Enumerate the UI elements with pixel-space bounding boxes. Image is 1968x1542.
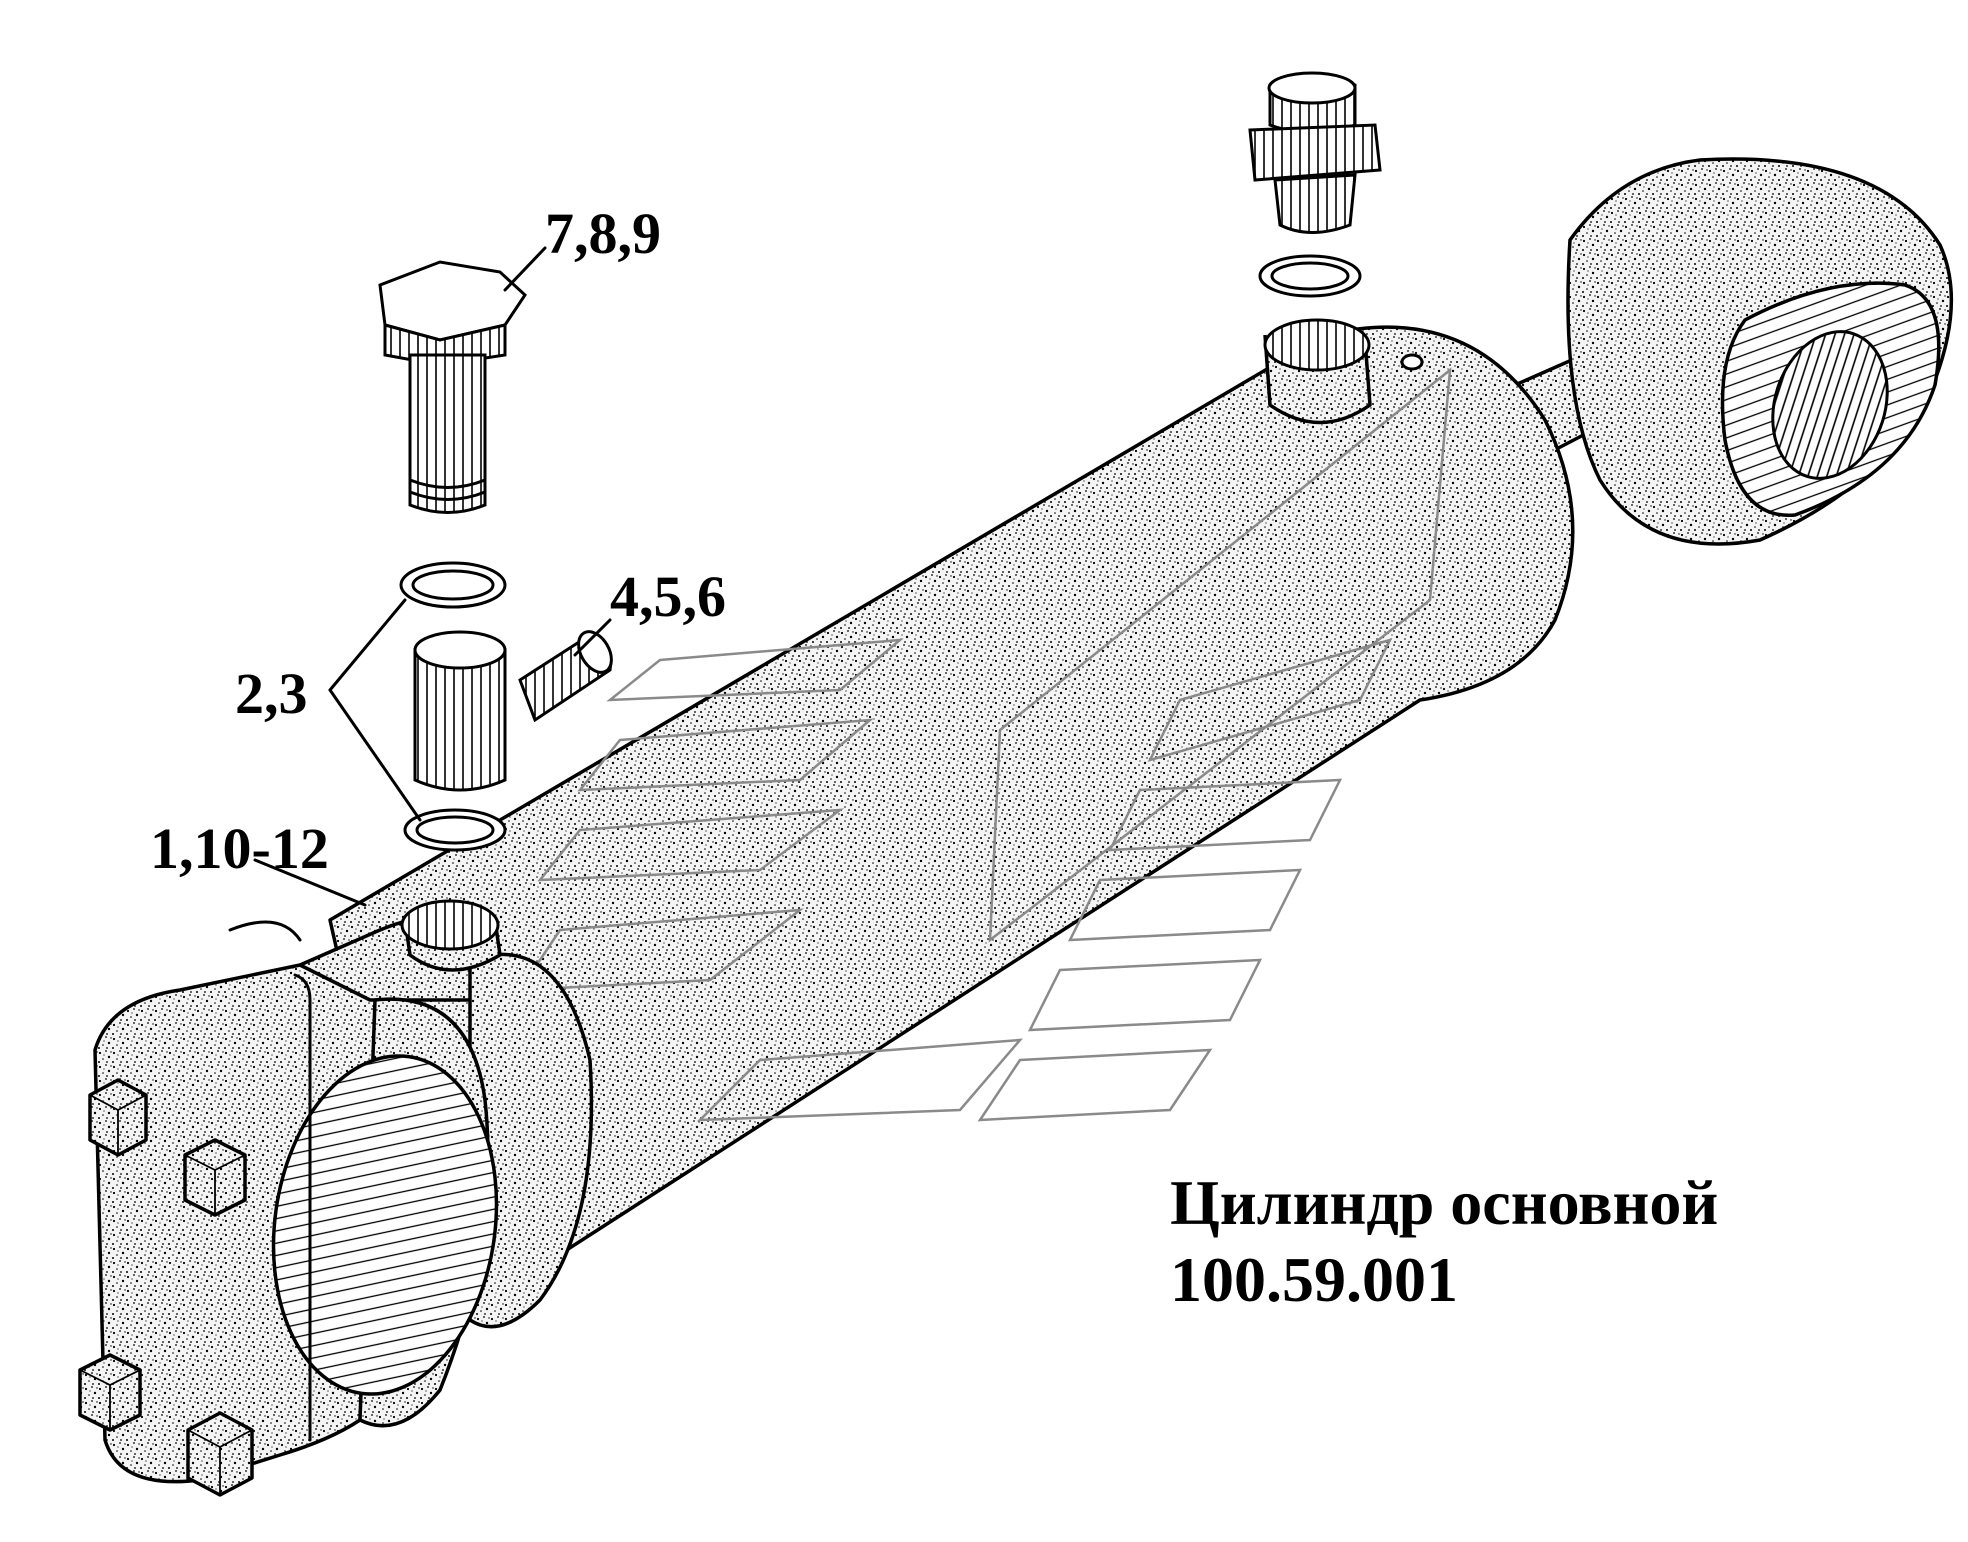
head-end-bore (271, 1054, 499, 1396)
head-bolts (78, 1078, 254, 1497)
watermark-logo (517, 367, 1452, 1122)
title-part-number: 100.59.001 (1170, 1243, 1458, 1315)
bolt-head-icon (186, 1411, 254, 1497)
banjo-fitting (413, 630, 613, 792)
callout-washers: 2,3 (235, 661, 308, 726)
rod-end (1513, 157, 1954, 546)
leader-lines (253, 246, 612, 907)
bolt-head-icon (183, 1138, 247, 1217)
head-end-block (93, 915, 594, 1484)
title-name: Цилиндр основной (1170, 1167, 1719, 1238)
callout-fitting: 4,5,6 (610, 564, 726, 629)
banjo-bolt (378, 260, 527, 514)
straight-fitting (1248, 71, 1382, 298)
diagram-title: Цилиндр основной 100.59.001 (1170, 1165, 1718, 1319)
rod-eye-bore (1771, 330, 1889, 480)
callout-bolt: 7,8,9 (545, 201, 661, 266)
head-side-port (400, 899, 502, 972)
rod-side-port (1263, 318, 1424, 425)
callout-cylinder: 1,10-12 (150, 816, 329, 881)
bolt-head-icon (88, 1078, 148, 1157)
bolt-head-icon (78, 1353, 142, 1432)
